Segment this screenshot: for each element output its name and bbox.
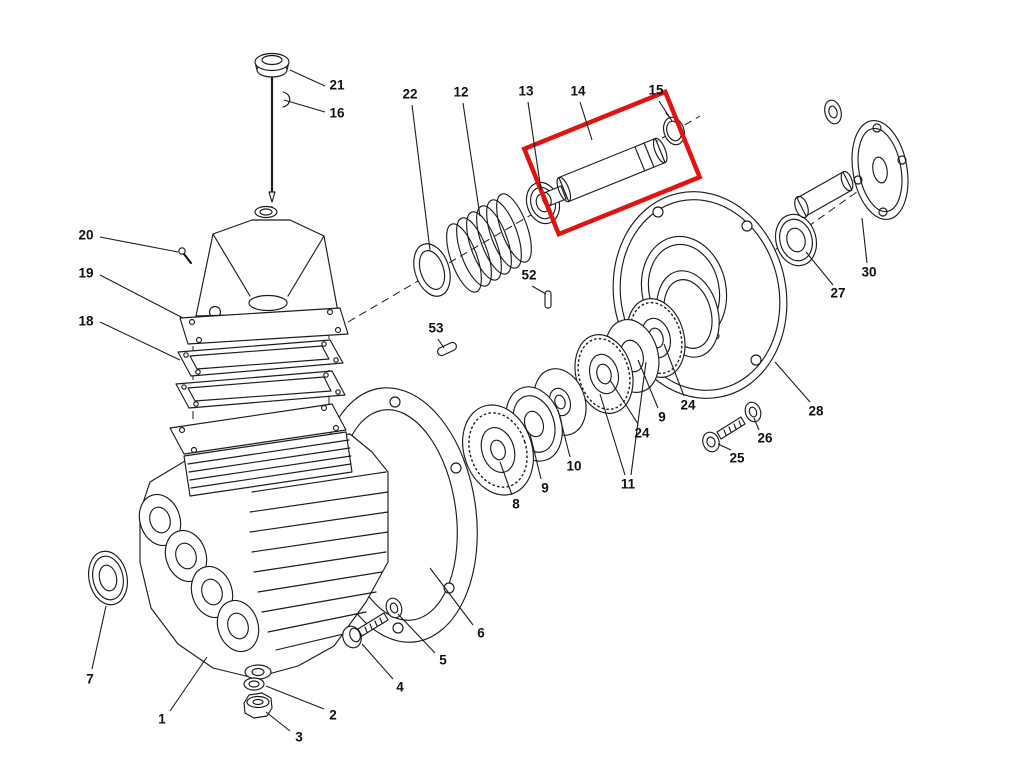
dipstick <box>254 52 291 203</box>
highlight-box-part-14 <box>521 88 703 238</box>
cooling-fins <box>249 471 389 651</box>
part-label-27-2: 2 <box>329 708 337 723</box>
leader-line-part-22 <box>411 104 431 251</box>
part-label-18-26: 26 <box>757 431 773 446</box>
part-label-28-3: 3 <box>295 730 303 745</box>
oil-tank-cover <box>179 205 349 345</box>
output-shaft-flange-30 <box>794 99 909 221</box>
leader-line-part-3 <box>265 711 291 732</box>
leader-lines <box>91 69 868 732</box>
part-label-11-53: 53 <box>428 321 444 336</box>
part-label-30-7: 7 <box>86 672 94 687</box>
part-label-8-19: 19 <box>78 266 93 281</box>
part-label-12-27: 27 <box>830 286 845 301</box>
leader-line-part-18 <box>99 321 181 361</box>
leader-line-part-1 <box>169 656 208 712</box>
leader-line-part-7 <box>91 605 107 670</box>
o-ring-22 <box>413 243 451 297</box>
part-label-9-18: 18 <box>78 314 94 329</box>
part-label-2-22: 22 <box>402 87 417 102</box>
leader-line-part-14 <box>579 101 593 141</box>
leader-line-part-5 <box>397 613 436 654</box>
plug-nut-3 <box>243 692 273 719</box>
part-label-29-1: 1 <box>158 712 166 727</box>
housing-top-plate <box>169 403 347 455</box>
drain-boss <box>244 664 272 680</box>
cylinder-ports <box>138 493 260 653</box>
part-label-15-24: 24 <box>680 398 696 413</box>
leader-line-part-4 <box>361 643 394 680</box>
leader-line-part-52 <box>531 285 547 295</box>
output-shaft <box>796 171 853 217</box>
part-label-23-8: 8 <box>512 497 520 512</box>
part-label-17-24: 24 <box>634 426 650 441</box>
shaft-14 <box>541 137 668 207</box>
part-label-22-9: 9 <box>541 481 549 496</box>
washer-26 <box>744 401 762 423</box>
washer-5 <box>385 597 403 619</box>
piston-disc-stack <box>462 270 720 496</box>
leader-line-part-30 <box>861 217 868 264</box>
leader-line-part-20 <box>99 236 179 253</box>
leader-line-part-10 <box>557 409 571 458</box>
leader-line-part-11 <box>630 361 647 476</box>
leader-line-part-25 <box>717 443 732 451</box>
leader-line-part-11 <box>599 393 626 476</box>
leader-line-part-24 <box>609 379 639 425</box>
part-label-0-21: 21 <box>329 78 345 93</box>
washer-2 <box>243 677 265 691</box>
part-label-25-5: 5 <box>439 653 447 668</box>
spring-cup-8 <box>462 404 534 496</box>
cover-base-plate <box>179 307 349 345</box>
part-label-26-4: 4 <box>396 680 404 695</box>
leader-line-part-26 <box>753 417 760 431</box>
shaft-bushing <box>824 99 842 125</box>
part-label-4-13: 13 <box>518 84 534 99</box>
part-label-19-25: 25 <box>729 451 745 466</box>
bearing-13 <box>525 181 561 225</box>
leader-line-part-13 <box>527 101 542 191</box>
ribbed-top-block <box>183 431 353 497</box>
leader-line-part-9 <box>529 433 542 480</box>
leader-line-part-9 <box>637 359 659 409</box>
leader-line-part-8 <box>499 461 513 496</box>
dipstick-hook <box>282 91 291 108</box>
leader-line-part-24 <box>663 343 685 397</box>
part-label-16-9: 9 <box>658 410 666 425</box>
part-label-20-11: 11 <box>621 477 636 492</box>
part-label-5-14: 14 <box>570 84 586 99</box>
part-label-1-16: 16 <box>329 106 345 121</box>
leader-line-part-28 <box>774 361 811 403</box>
bolt-4 <box>342 612 389 649</box>
leader-line-part-15 <box>658 100 673 122</box>
bolt-25 <box>702 416 746 453</box>
leader-line-part-2 <box>265 685 325 710</box>
part-label-14-28: 28 <box>808 404 824 419</box>
filler-neck <box>254 205 278 219</box>
pin-52 <box>544 290 552 309</box>
leader-line-part-21 <box>289 69 326 87</box>
pressure-spring-12 <box>446 193 532 293</box>
leader-line-part-53 <box>437 338 445 349</box>
leader-line-part-12 <box>462 102 481 217</box>
key-53 <box>436 341 458 357</box>
cover-gaskets <box>175 339 346 409</box>
leader-line-part-27 <box>805 251 834 286</box>
leader-line-part-6 <box>429 567 474 626</box>
part-label-10-52: 52 <box>521 268 536 283</box>
part-label-13-30: 30 <box>861 265 876 280</box>
screw-20 <box>178 247 193 265</box>
oil-seal-7 <box>88 550 128 606</box>
part-label-6-15: 15 <box>648 83 664 98</box>
pump-housing-1 <box>138 403 389 680</box>
part-label-24-6: 6 <box>477 626 485 641</box>
part-label-7-20: 20 <box>78 228 93 243</box>
leader-line-part-16 <box>283 99 326 113</box>
part-label-21-10: 10 <box>566 459 581 474</box>
part-label-3-12: 12 <box>453 85 468 100</box>
leader-line-part-19 <box>99 274 184 319</box>
